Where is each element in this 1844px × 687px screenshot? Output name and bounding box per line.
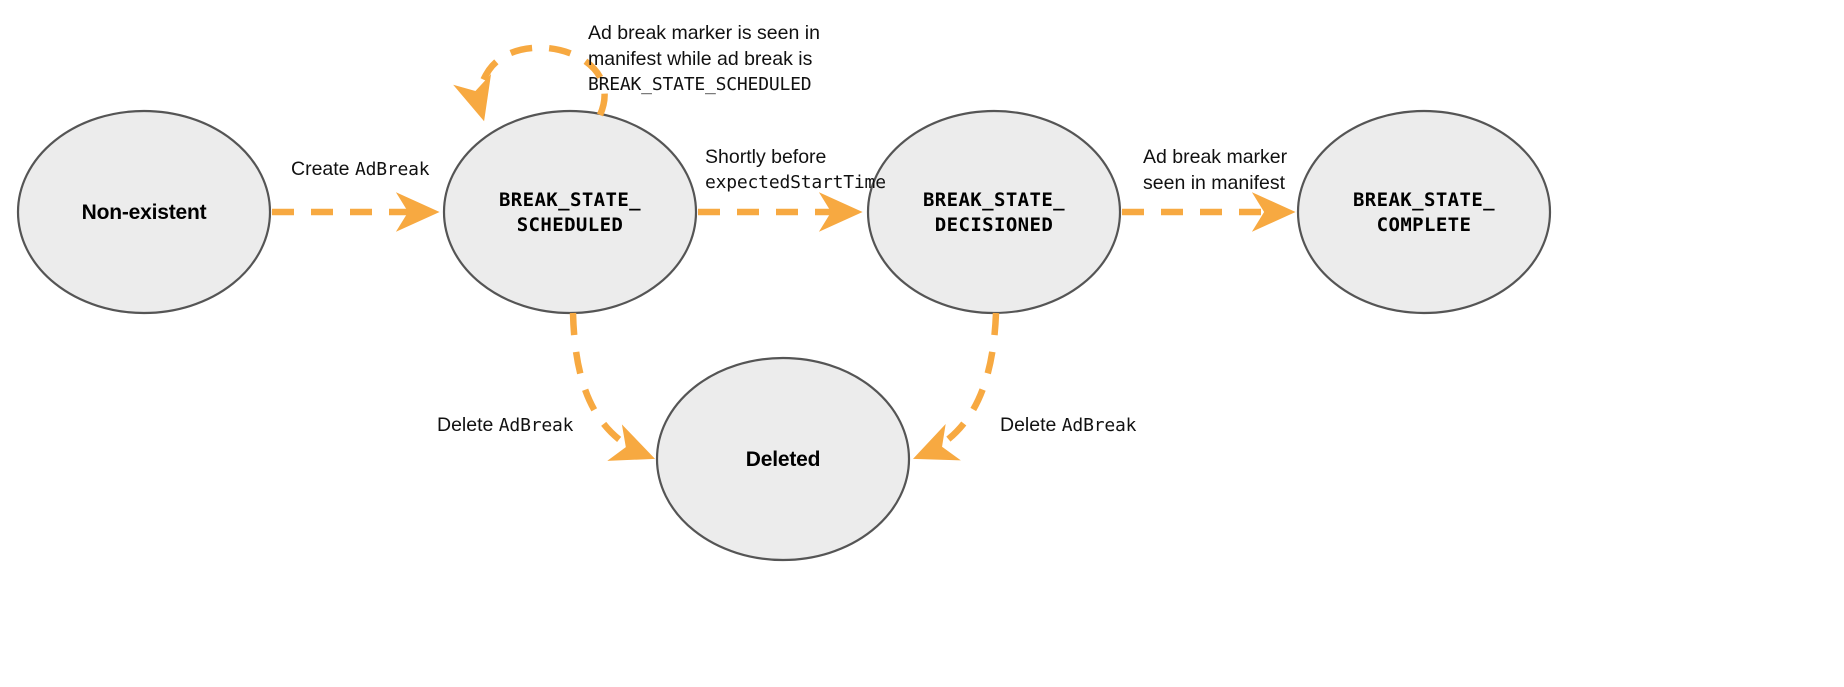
node-shape-break-state-decisioned[interactable] bbox=[866, 109, 1122, 315]
edge-delete-adbreak-scheduled[interactable] bbox=[569, 312, 656, 461]
node-shape-deleted[interactable] bbox=[655, 356, 911, 562]
edge-delete-adbreak-decisioned[interactable] bbox=[913, 312, 1000, 461]
edge-scheduled-self-loop[interactable] bbox=[453, 44, 608, 122]
node-shape-non-existent[interactable] bbox=[16, 109, 272, 315]
node-shape-break-state-scheduled[interactable] bbox=[442, 109, 698, 315]
node-shape-break-state-complete[interactable] bbox=[1296, 109, 1552, 315]
